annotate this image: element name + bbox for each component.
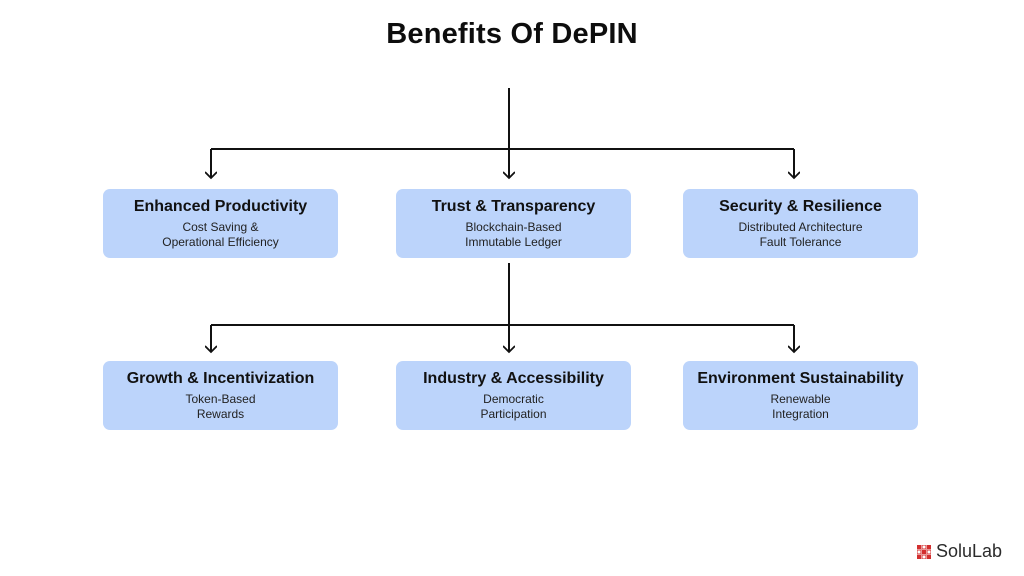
- node-industry-accessibility: Industry & Accessibility Democratic Part…: [396, 361, 631, 430]
- node-line: Token-Based: [185, 392, 256, 406]
- node-line: Participation: [480, 407, 547, 421]
- node-line: Renewable: [770, 392, 831, 406]
- node-line: Fault Tolerance: [759, 235, 842, 249]
- node-heading: Trust & Transparency: [431, 198, 596, 215]
- page-title: Benefits Of DePIN: [386, 18, 638, 50]
- node-trust-transparency: Trust & Transparency Blockchain-Based Im…: [396, 189, 631, 258]
- logo-text: SoluLab: [935, 541, 1002, 561]
- node-line: Cost Saving &: [182, 220, 259, 234]
- node-heading: Enhanced Productivity: [133, 198, 308, 215]
- node-heading: Security & Resilience: [719, 198, 882, 215]
- node-line: Operational Efficiency: [162, 235, 279, 249]
- node-heading: Environment Sustainability: [697, 370, 904, 387]
- node-line: Rewards: [196, 407, 245, 421]
- node-growth-incentivization: Growth & Incentivization Token-Based Rew…: [103, 361, 338, 430]
- solulab-logo-icon: [916, 544, 931, 559]
- node-enhanced-productivity: Enhanced Productivity Cost Saving & Oper…: [103, 189, 338, 258]
- node-line: Distributed Architecture: [738, 220, 863, 234]
- node-security-resilience: Security & Resilience Distributed Archit…: [683, 189, 918, 258]
- node-line: Integration: [772, 407, 829, 421]
- node-line: Immutable Ledger: [465, 235, 562, 249]
- node-environment-sustainability: Environment Sustainability Renewable Int…: [683, 361, 918, 430]
- node-heading: Growth & Incentivization: [126, 370, 315, 387]
- node-line: Blockchain-Based: [465, 220, 562, 234]
- solulab-logo: SoluLab: [916, 541, 1002, 562]
- node-line: Democratic: [483, 392, 544, 406]
- node-heading: Industry & Accessibility: [423, 370, 604, 387]
